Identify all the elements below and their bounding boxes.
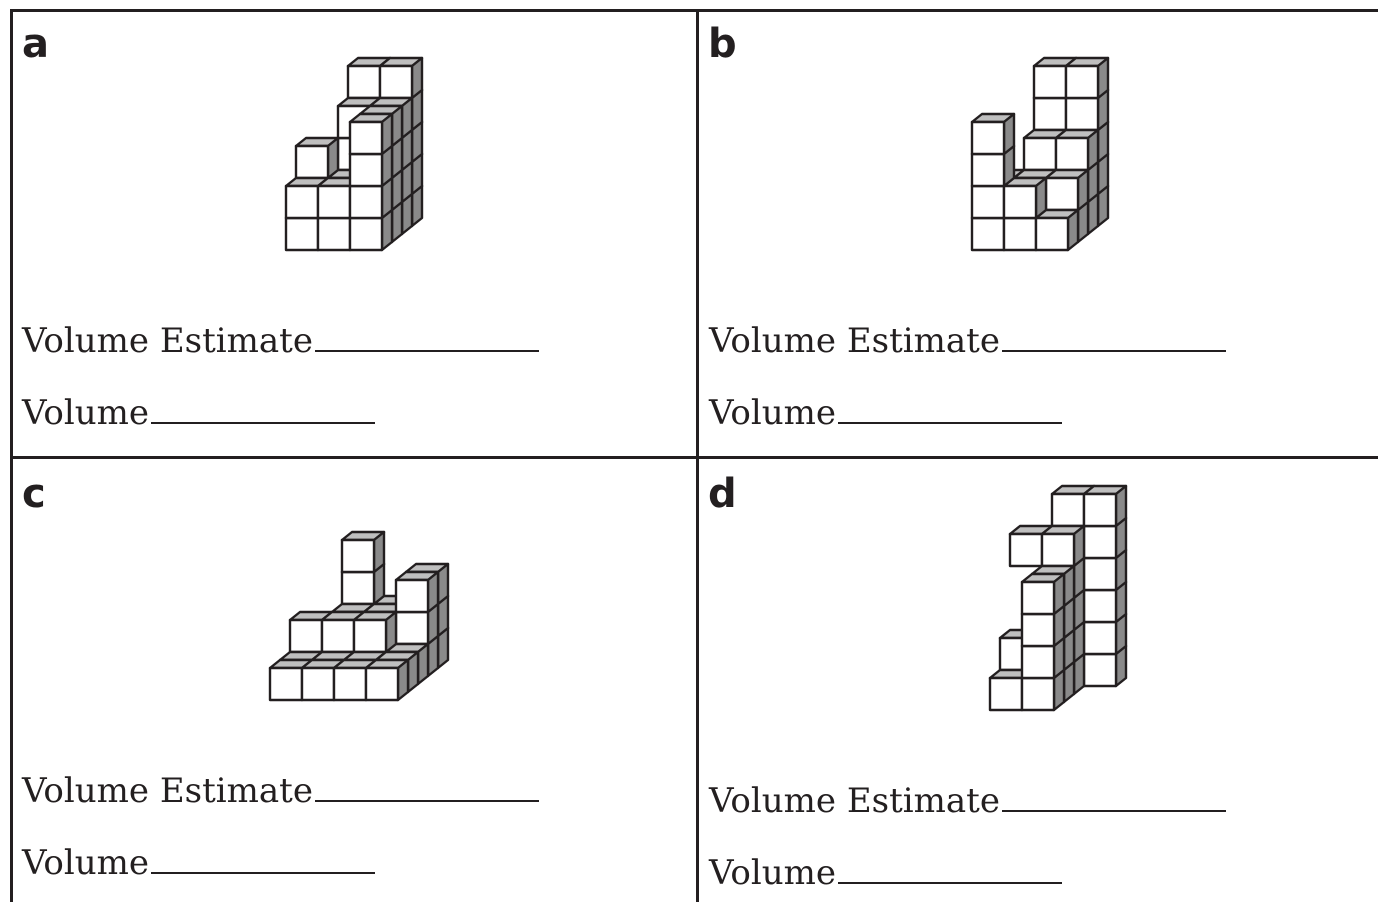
panel-b: b Volume Estimate Volume — [708, 21, 1226, 433]
panel-a: a Volume Estimate Volume — [0, 0, 696, 456]
panel-letter: c — [22, 471, 46, 517]
volume-estimate-label: Volume Estimate — [709, 321, 1000, 361]
volume-row: Volume — [22, 392, 376, 433]
volume-row: Volume — [709, 852, 1063, 893]
panel-letter: b — [708, 21, 737, 67]
unit-cube — [1040, 524, 1086, 568]
volume-estimate-row: Volume Estimate — [22, 320, 539, 358]
volume-label: Volume — [22, 843, 150, 883]
volume-blank[interactable] — [151, 842, 376, 874]
volume-label: Volume — [22, 393, 150, 433]
volume-estimate-blank[interactable] — [1001, 780, 1226, 812]
panel-letter: a — [22, 21, 49, 67]
volume-estimate-row: Volume Estimate — [709, 780, 1226, 818]
unit-cube — [348, 144, 394, 188]
unit-cube — [394, 570, 440, 614]
volume-estimate-row: Volume Estimate — [709, 320, 1226, 358]
top-border — [10, 9, 1378, 12]
volume-estimate-blank[interactable] — [1001, 320, 1226, 352]
volume-blank[interactable] — [838, 392, 1063, 424]
unit-cube — [1082, 484, 1128, 528]
unit-cube — [970, 112, 1016, 156]
unit-cube — [348, 112, 394, 156]
unit-cube — [294, 136, 340, 180]
volume-estimate-label: Volume Estimate — [22, 321, 313, 361]
volume-estimate-label: Volume Estimate — [709, 781, 1000, 821]
unit-cube — [1054, 128, 1100, 172]
volume-label: Volume — [709, 393, 837, 433]
volume-label: Volume — [709, 853, 837, 893]
unit-cube — [364, 658, 410, 702]
unit-cube — [340, 530, 386, 574]
volume-estimate-label: Volume Estimate — [22, 771, 313, 811]
volume-estimate-blank[interactable] — [314, 320, 539, 352]
volume-estimate-row: Volume Estimate — [22, 770, 539, 808]
volume-row: Volume — [22, 842, 376, 883]
unit-cube — [378, 56, 424, 100]
volume-blank[interactable] — [151, 392, 376, 424]
middle-divider — [10, 456, 1378, 459]
volume-blank[interactable] — [838, 852, 1063, 884]
left-border — [10, 9, 13, 902]
volume-estimate-blank[interactable] — [314, 770, 539, 802]
panel-c: c Volume Estimate Volume — [22, 471, 539, 883]
unit-cube — [1064, 56, 1110, 100]
volume-row: Volume — [709, 392, 1063, 433]
center-divider — [696, 9, 699, 902]
unit-cube — [1020, 572, 1066, 616]
panel-letter: d — [708, 471, 737, 517]
